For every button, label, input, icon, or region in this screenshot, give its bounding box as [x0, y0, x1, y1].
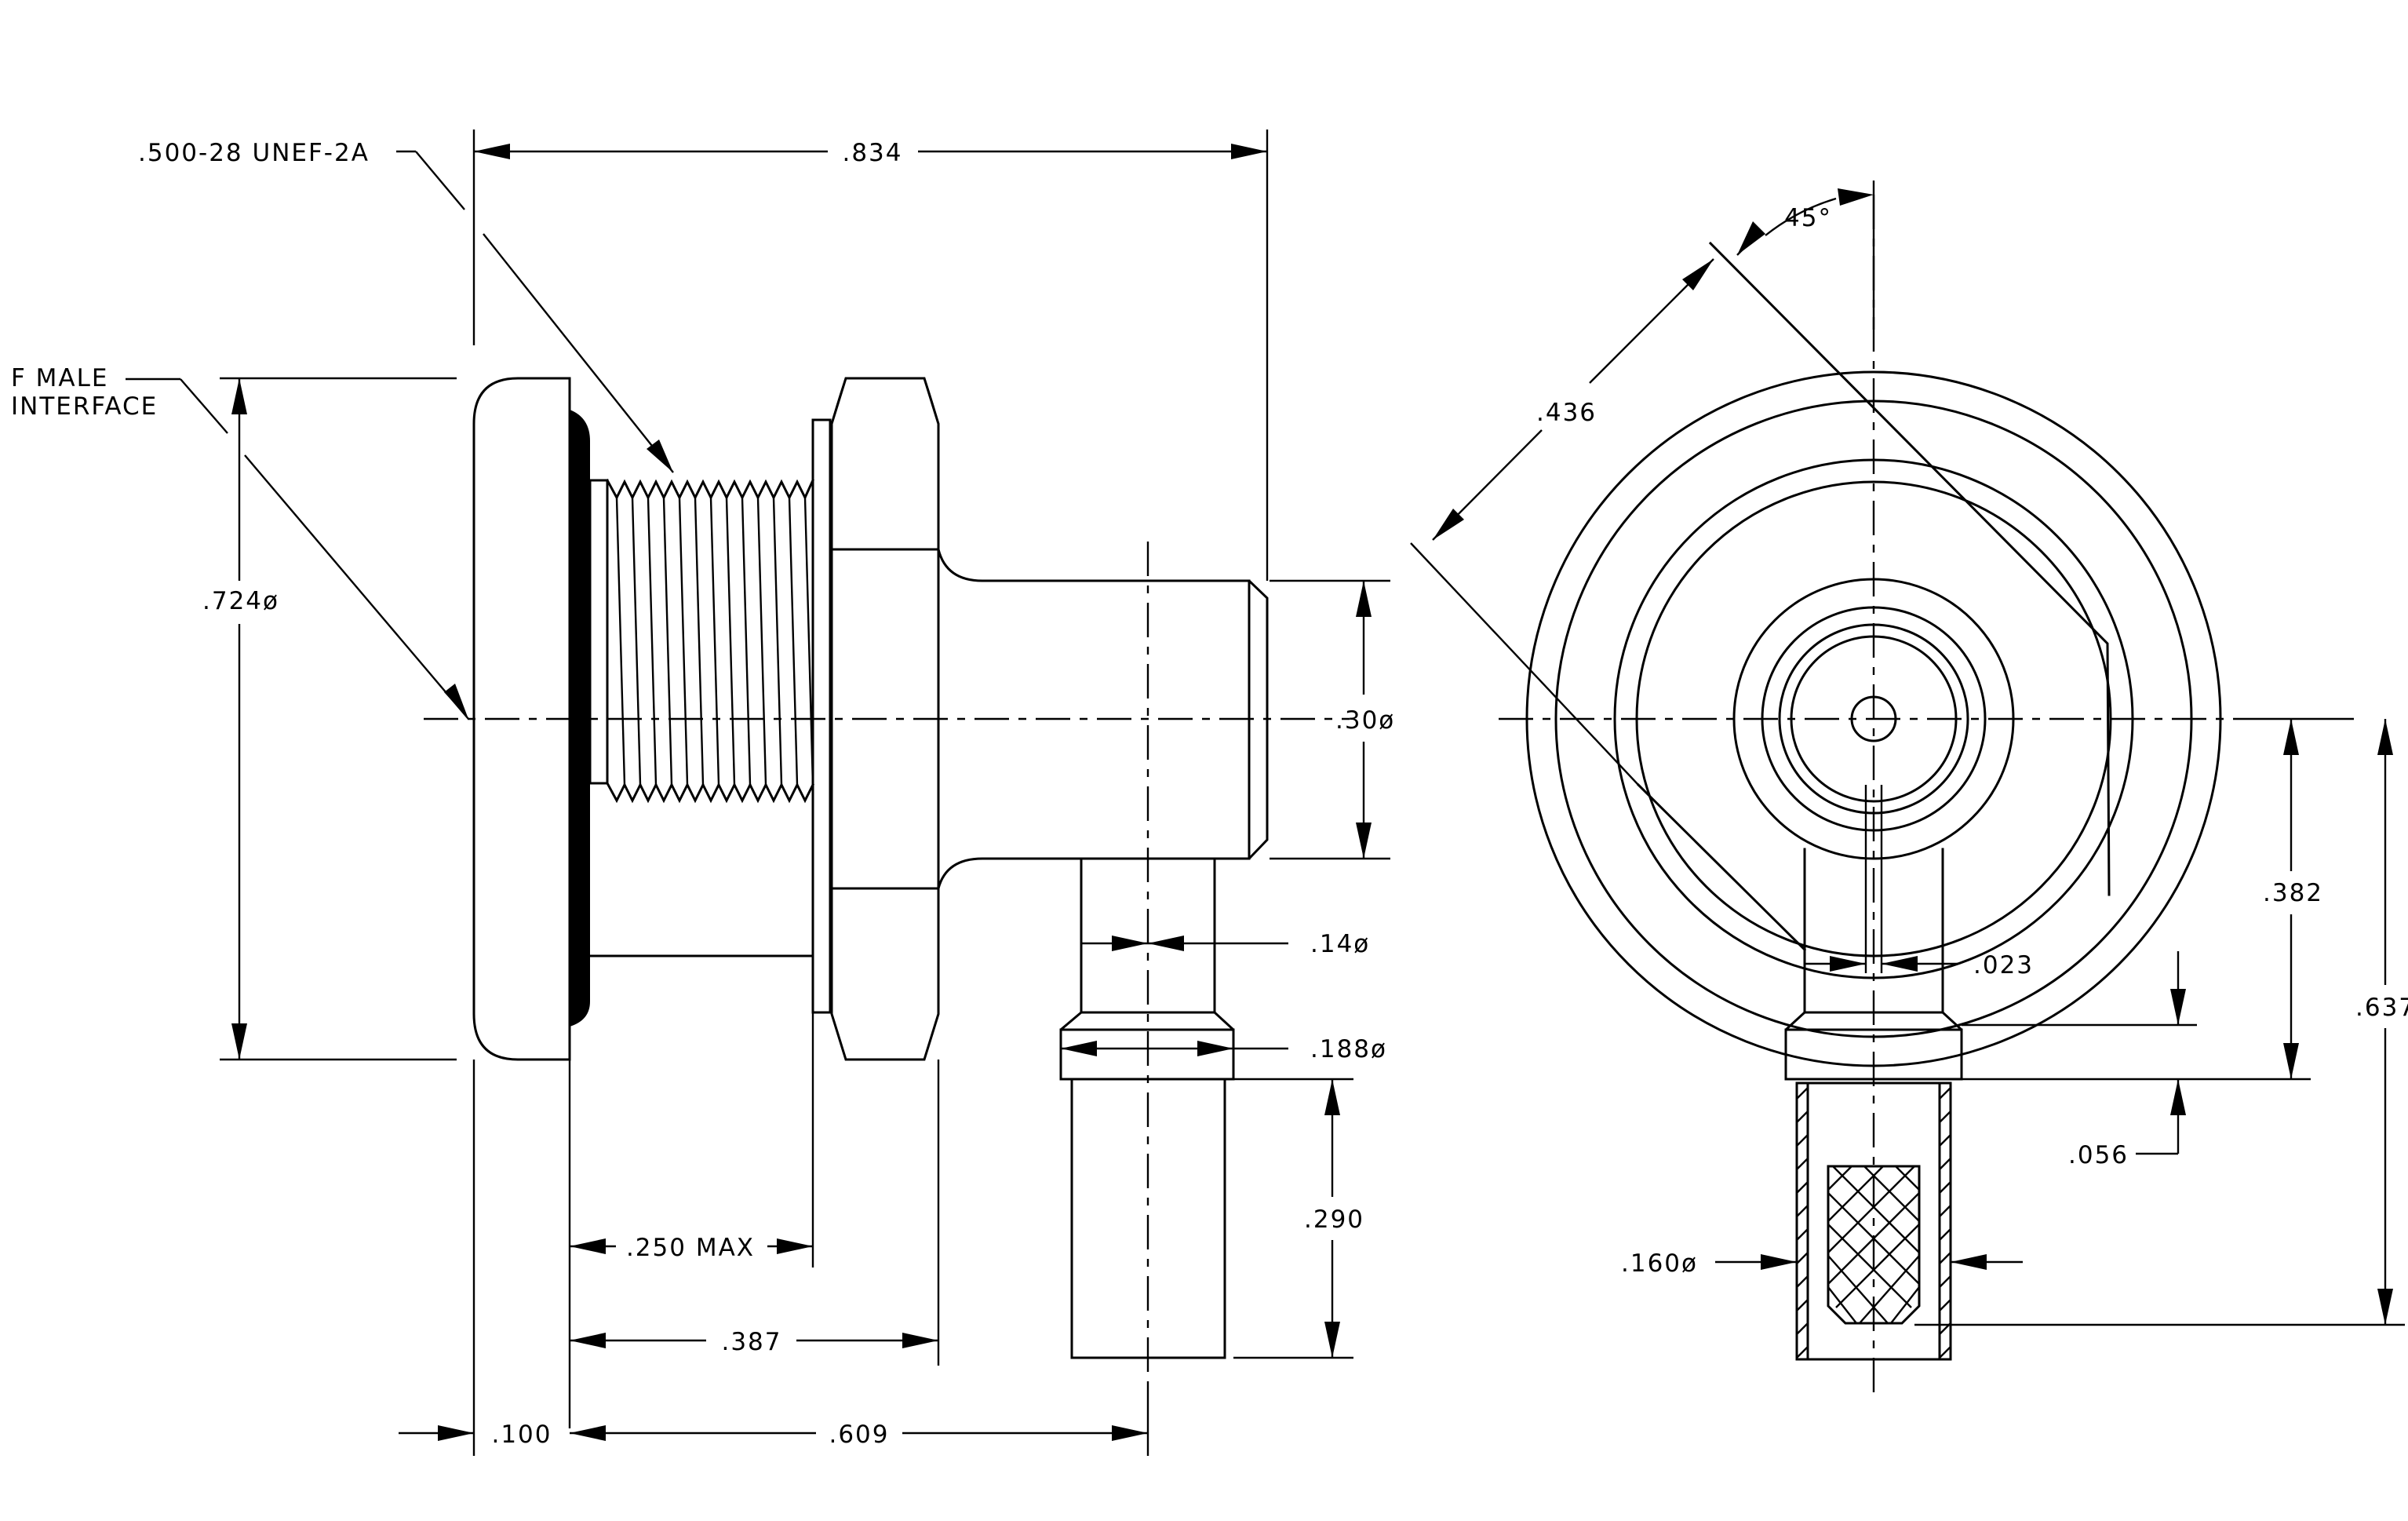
dim-flange-thickness: .100	[491, 1421, 552, 1449]
dim-panel-thickness: .250 MAX	[626, 1234, 755, 1262]
interface-label-1: F MALE	[11, 364, 109, 392]
thread-outline	[605, 478, 815, 804]
side-view	[424, 377, 1350, 1381]
dim-nut-offset: .387	[721, 1328, 781, 1356]
dim-body-diameter: .30ø	[1335, 706, 1395, 735]
dim-ferrule-length: .290	[1304, 1205, 1364, 1234]
dim-contact-width: .023	[1973, 951, 2034, 979]
dim-outlet-offset: .609	[829, 1421, 889, 1449]
thread-spec: .500-28 UNEF-2A	[138, 139, 370, 167]
interface-label-2: INTERFACE	[11, 392, 158, 421]
thread-base	[588, 479, 609, 785]
body-cylinder	[937, 548, 1269, 890]
dim-cable-diameter: .160ø	[1621, 1249, 1698, 1278]
dim-width-across-flats: .436	[1536, 399, 1597, 427]
hex-chamfer	[830, 378, 940, 1060]
outlet-stem	[1080, 857, 1216, 1014]
thread-roots	[615, 497, 814, 786]
dim-length-total: .834	[842, 139, 902, 167]
dim-center-to-collar: .382	[2263, 879, 2323, 907]
dim-collar-height: .056	[2068, 1141, 2129, 1169]
ferrule-hatch	[1796, 1087, 1951, 1359]
flange	[472, 377, 571, 1061]
dim-angle: 45°	[1784, 204, 1832, 232]
cable-insulation	[1827, 1165, 1921, 1325]
dim-ferrule-diameter: .188ø	[1310, 1035, 1387, 1063]
washer	[811, 418, 832, 1014]
dim-center-to-end: .637	[2355, 994, 2408, 1022]
side-dimensions: .834 .500-28 UNEF-2A F MALE INTERFACE .7…	[11, 129, 1395, 1456]
dim-pin-diameter: .14ø	[1310, 930, 1370, 958]
end-outlet-stem	[1803, 848, 1944, 1014]
end-dimensions: 45° .436 .023 .382 .637	[1410, 181, 2408, 1326]
end-view	[1499, 195, 2260, 1397]
hex-flat-lines	[1636, 241, 2111, 952]
dim-flange-diameter: .724ø	[202, 587, 279, 615]
